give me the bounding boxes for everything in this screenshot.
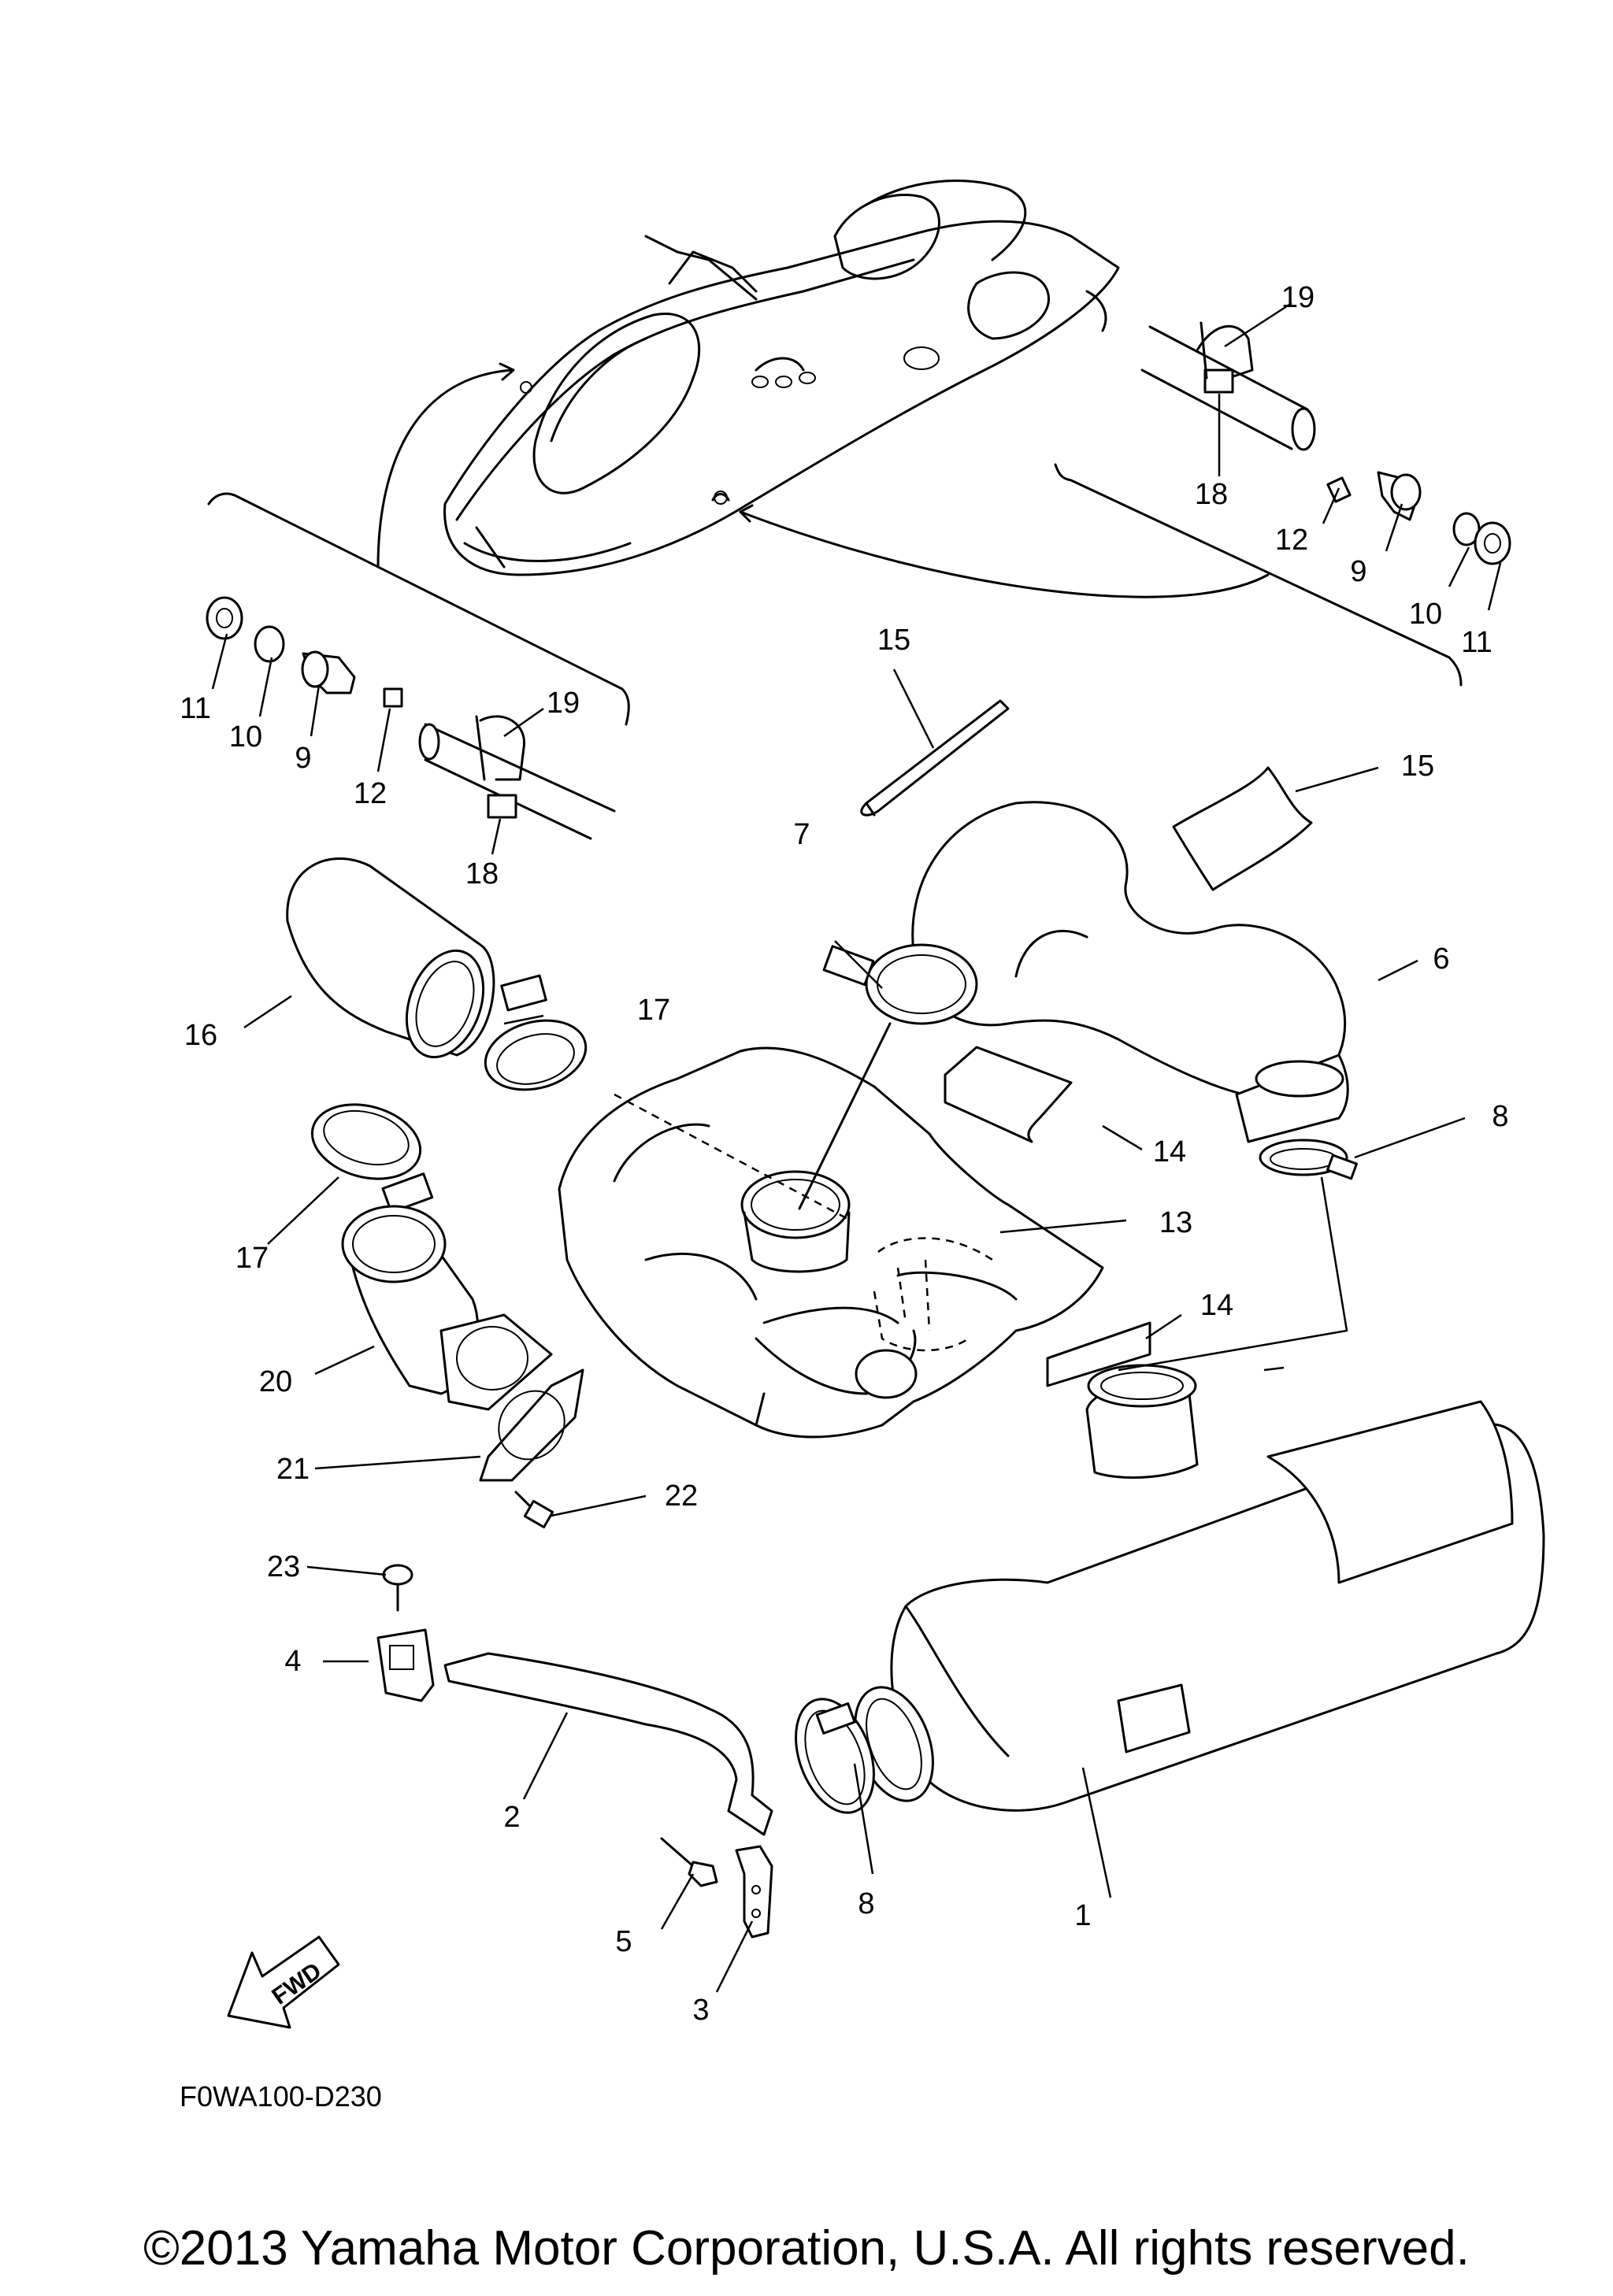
plate-3 [735, 1845, 773, 1939]
left-fitting-group [206, 596, 616, 840]
callout-13: 13 [1159, 1206, 1192, 1239]
callout-labels: 1 2 3 4 5 6 7 8 8 9 9 10 10 11 11 12 12 … [180, 281, 1508, 2027]
callout-19-right: 19 [1281, 281, 1315, 314]
callout-15-upper: 15 [877, 624, 910, 657]
callout-8-lower: 8 [858, 1887, 874, 1920]
pad-14-upper [944, 1046, 1073, 1143]
callout-17-lower: 17 [235, 1242, 269, 1275]
clamp-8-upper [1259, 1139, 1358, 1180]
copyright-notice: ©2013 Yamaha Motor Corporation, U.S.A. A… [143, 2221, 1470, 2276]
connector-8-1 [1118, 1176, 1348, 1372]
callout-11-right: 11 [1461, 626, 1492, 659]
pipe-16 [286, 857, 495, 1059]
muffler-1 [854, 1364, 1545, 1812]
callout-5: 5 [615, 1925, 632, 1958]
callout-8-upper: 8 [1492, 1100, 1508, 1133]
bolt-22 [514, 1491, 554, 1529]
callout-7: 7 [793, 818, 810, 851]
callout-19-left: 19 [547, 687, 580, 720]
callout-2: 2 [503, 1801, 520, 1834]
callout-4: 4 [284, 1645, 301, 1678]
callout-15-right: 15 [1401, 750, 1434, 783]
screw-23 [382, 1564, 413, 1612]
callout-11-left: 11 [180, 692, 210, 725]
callout-1: 1 [1074, 1899, 1091, 1932]
callout-20: 20 [259, 1365, 292, 1398]
elbow-20 [341, 1205, 553, 1411]
gasket-21 [479, 1368, 584, 1482]
bracket-4 [376, 1628, 435, 1702]
clamp-17-upper [484, 974, 588, 1091]
callout-14-upper: 14 [1153, 1135, 1186, 1168]
callout-16: 16 [184, 1019, 217, 1052]
strap-2 [443, 1652, 773, 1836]
callout-22: 22 [665, 1479, 698, 1513]
pipe-6 [911, 801, 1349, 1143]
callout-10-left: 10 [229, 720, 262, 754]
callout-18-left: 18 [465, 857, 499, 891]
drawing-code: F0WA100-D230 [180, 2080, 382, 2113]
chamber-13 [558, 1046, 1104, 1439]
callout-14-lower: 14 [1200, 1289, 1233, 1322]
callout-12-left: 12 [354, 777, 387, 810]
callout-6: 6 [1433, 942, 1449, 976]
left-bracket [207, 492, 630, 726]
right-bracket [1054, 463, 1463, 687]
watercraft-illustration [376, 180, 1270, 598]
connector-7-13 [798, 1022, 892, 1210]
right-fitting-group [1140, 321, 1511, 565]
callout-3: 3 [692, 1994, 709, 2027]
callout-10-right: 10 [1409, 598, 1442, 631]
clamp-8-lower [795, 1698, 875, 1814]
clamp-17-lower [310, 1103, 434, 1214]
callout-18-right: 18 [1195, 478, 1228, 511]
clamp-7 [822, 943, 978, 1025]
callout-17-upper: 17 [637, 994, 670, 1027]
callout-23: 23 [267, 1550, 300, 1583]
leader-lines [211, 302, 1502, 1993]
callout-9-right: 9 [1350, 555, 1366, 588]
fwd-arrow-icon: FWD [227, 1935, 340, 2029]
callout-9-left: 9 [295, 742, 311, 775]
pad-15-upper [860, 699, 1010, 817]
callout-12-right: 12 [1275, 524, 1308, 557]
pad-15-right [1172, 766, 1313, 891]
rivet-5 [660, 1837, 718, 1887]
callout-21: 21 [276, 1453, 310, 1486]
